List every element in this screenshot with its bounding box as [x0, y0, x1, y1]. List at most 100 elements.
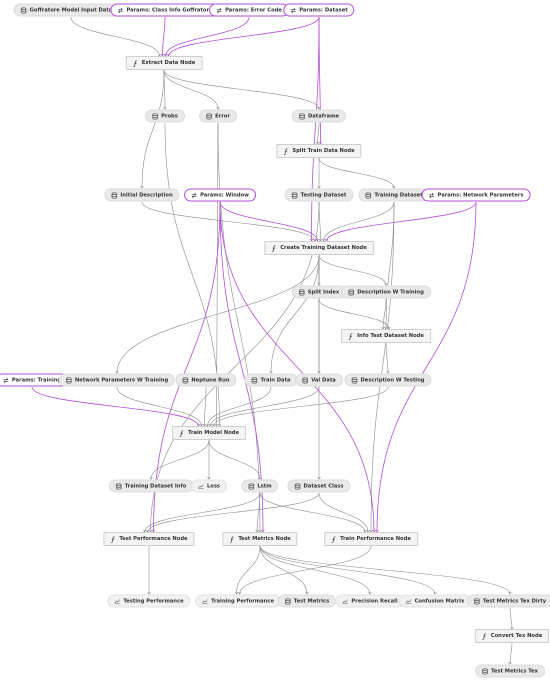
node-label: Test Metrics Tex	[491, 668, 538, 674]
database-icon	[298, 289, 305, 295]
chart-icon	[198, 483, 204, 489]
node-label: Test Metrics Tex Dirty	[482, 598, 547, 604]
node-params-network-parameters[interactable]: Params: Network Parameters	[421, 188, 531, 202]
node-error[interactable]: Error	[199, 109, 237, 123]
node-testing-performance[interactable]: Testing Performance	[107, 594, 191, 608]
node-label: Confusion Matrix	[414, 598, 465, 604]
node-goffratore-model-input-dataset[interactable]: Goffratore Model Input Dataset	[13, 3, 129, 17]
edge-n15-n20	[116, 254, 320, 374]
node-label: Goffratore Model Input Dataset	[29, 7, 122, 13]
node-label: Lstm	[257, 483, 272, 489]
node-label: Loss	[206, 483, 221, 489]
node-neptune-run[interactable]: Neptune Run	[175, 373, 237, 387]
node-dataset-class[interactable]: Dataset Class	[287, 479, 351, 493]
edge-arrowhead	[508, 591, 512, 595]
node-label: Params: Dataset	[299, 7, 348, 13]
node-label: Val Data	[311, 377, 336, 383]
edge-n13-n15	[323, 201, 395, 242]
node-label: Extract Data Node	[141, 60, 196, 66]
node-label: Description W Testing	[360, 377, 425, 383]
node-train-data[interactable]: Train Data	[244, 373, 298, 387]
node-create-training-dataset-node[interactable]: Create Training Dataset Node	[264, 241, 374, 255]
node-precision-recall[interactable]: Precision Recall	[335, 594, 405, 608]
chart-icon	[405, 598, 412, 604]
function-icon	[271, 244, 277, 252]
edge-n11-n32	[219, 201, 375, 533]
edge-arrowhead	[216, 106, 220, 110]
edge-n11-n15	[219, 201, 318, 242]
edge-n5-n8	[163, 69, 320, 110]
node-confusion-matrix[interactable]: Confusion Matrix	[398, 594, 472, 608]
node-training-dataset-info[interactable]: Training Dataset Info	[108, 479, 194, 493]
node-params-error-code[interactable]: Params: Error Code	[209, 3, 289, 17]
node-label: Testing Dataset	[300, 192, 347, 198]
edge-arrowhead	[508, 661, 512, 665]
edge-n25-n28	[208, 439, 261, 480]
database-icon	[115, 483, 122, 489]
edge-arrowhead	[149, 476, 153, 480]
node-train-performance-node[interactable]: Train Performance Node	[324, 532, 418, 546]
node-test-performance-node[interactable]: Test Performance Node	[103, 532, 195, 546]
node-label: Convert Tex Node	[490, 633, 543, 639]
node-probs[interactable]: Probs	[145, 109, 185, 123]
edge-n38-n39	[509, 607, 513, 630]
node-description-w-testing[interactable]: Description W Testing	[344, 373, 432, 387]
node-training-performance[interactable]: Training Performance	[195, 594, 281, 608]
node-params-dataset[interactable]: Params: Dataset	[283, 3, 355, 17]
node-initial-description[interactable]: Initial Description	[104, 188, 180, 202]
node-split-index[interactable]: Split Index	[291, 285, 347, 299]
edge-n11-n30	[153, 201, 221, 533]
node-label: Params: Error Code	[225, 7, 282, 13]
node-info-test-dataset-node[interactable]: Info Test Dataset Node	[341, 329, 431, 343]
node-val-data[interactable]: Val Data	[295, 373, 343, 387]
node-test-metrics-tex[interactable]: Test Metrics Tex	[475, 664, 545, 678]
node-dataframe[interactable]: Dataframe	[291, 109, 347, 123]
node-label: Train Model Node	[188, 430, 239, 436]
node-description-w-training[interactable]: Description W Training	[341, 285, 431, 299]
database-icon	[182, 377, 189, 383]
node-train-model-node[interactable]: Train Model Node	[172, 426, 246, 440]
node-label: Neptune Run	[191, 377, 230, 383]
node-convert-tex-node[interactable]: Convert Tex Node	[474, 629, 550, 643]
node-label: Params: Class Info Goffratore	[126, 7, 213, 13]
node-test-metrics[interactable]: Test Metrics	[277, 594, 337, 608]
edge-arrowhead	[317, 185, 321, 189]
node-params-class-info-goffratore[interactable]: Params: Class Info Goffratore	[110, 3, 220, 17]
edge-n8-n9	[317, 122, 320, 145]
database-icon	[152, 113, 158, 119]
edge-n5-n10	[141, 69, 165, 189]
database-icon	[20, 7, 27, 13]
edge-arrowhead	[317, 476, 321, 480]
edge-n10-n15	[141, 201, 315, 242]
node-label: Create Training Dataset Node	[280, 245, 367, 251]
edge-arrowhead	[115, 370, 119, 374]
node-test-metrics-node[interactable]: Test Metrics Node	[222, 532, 298, 546]
edge-arrowhead	[237, 591, 242, 595]
edge-arrowhead	[386, 370, 390, 374]
edge-n31-n35	[259, 545, 308, 595]
chart-icon	[202, 598, 208, 604]
node-label: Params: Training	[11, 377, 62, 383]
database-icon	[294, 483, 301, 489]
node-training-dataset[interactable]: Training Dataset	[358, 188, 430, 202]
node-network-parameters-w-training[interactable]: Network Parameters W Training	[58, 373, 176, 387]
edge-arrowhead	[392, 185, 396, 189]
database-icon	[365, 192, 372, 198]
node-extract-data-node[interactable]: Extract Data Node	[125, 56, 203, 70]
node-loss[interactable]: Loss	[190, 479, 228, 493]
edge-n15-n17	[318, 254, 387, 286]
edge-n22-n25	[207, 386, 272, 427]
node-params-window[interactable]: Params: Window	[184, 188, 256, 202]
edge-n14-n15	[326, 201, 477, 242]
node-lstm[interactable]: Lstm	[241, 479, 279, 493]
edge-n29-n30	[147, 492, 320, 533]
node-testing-dataset[interactable]: Testing Dataset	[284, 188, 354, 202]
node-test-metrics-tex-dirty[interactable]: Test Metrics Tex Dirty	[466, 594, 550, 608]
edge-n4-n15	[311, 16, 320, 242]
node-split-train-data-node[interactable]: Split Train Data Node	[276, 144, 362, 158]
node-label: Probs	[161, 113, 178, 119]
edge-n31-n36	[259, 545, 371, 595]
edge-n28-n32	[259, 492, 366, 533]
edge-n7-n31	[217, 122, 261, 533]
